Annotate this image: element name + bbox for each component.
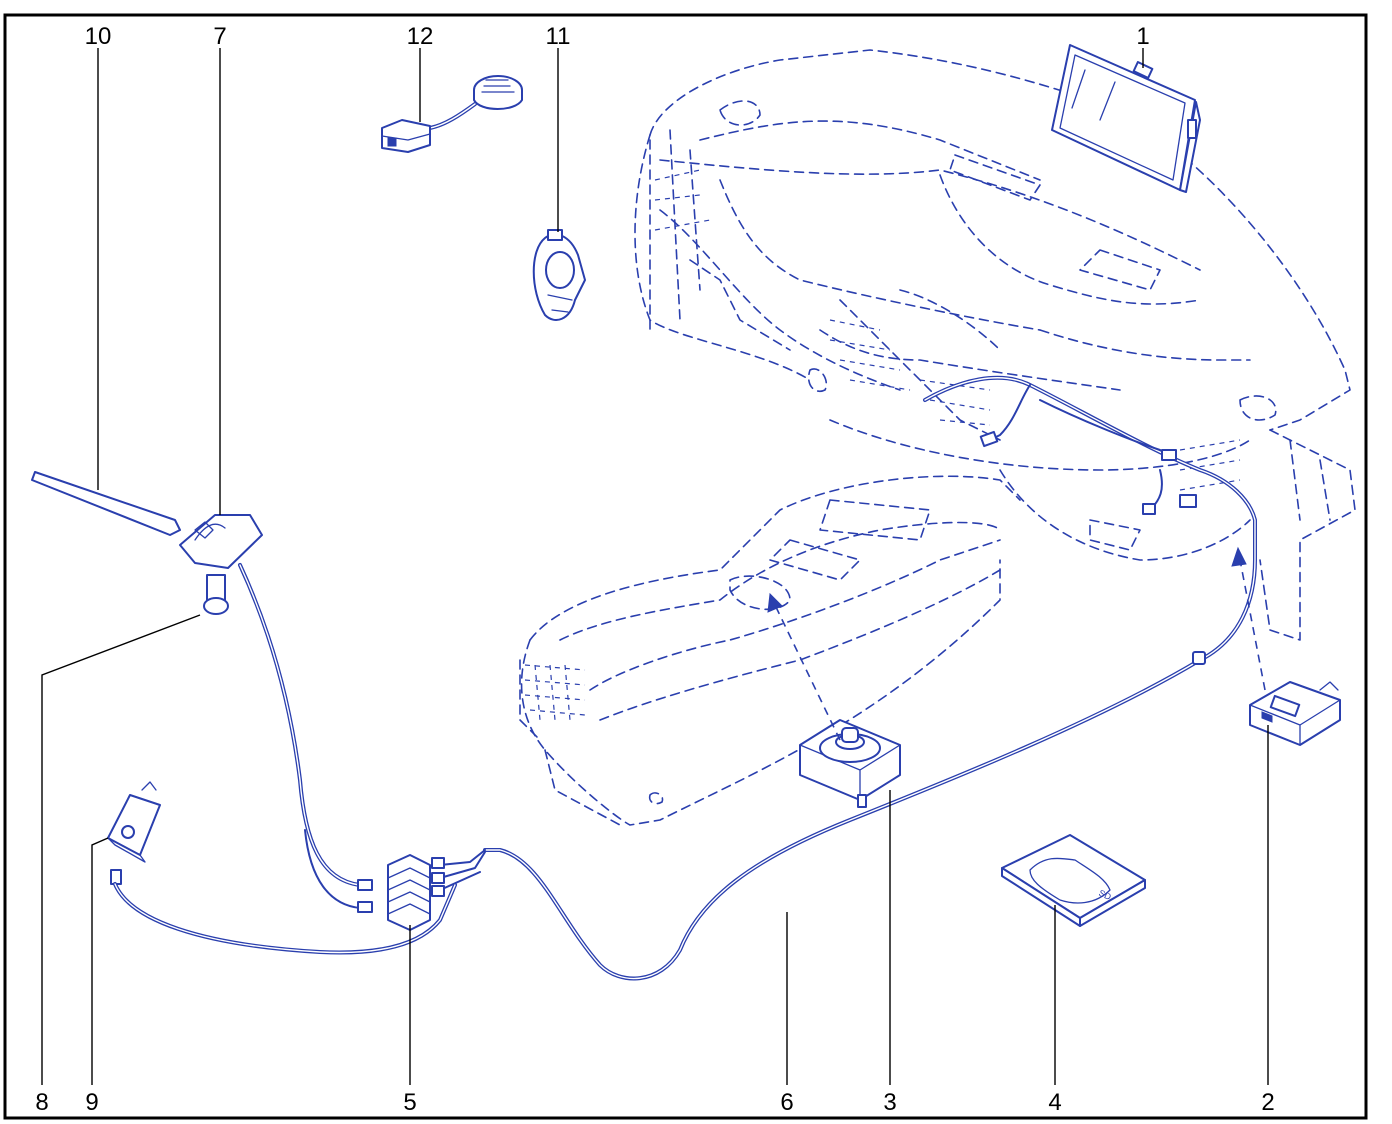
callout-2: 2 xyxy=(1261,1089,1274,1116)
callout-11: 11 xyxy=(546,23,571,50)
steering-switch-part xyxy=(532,229,586,321)
callout-3: 3 xyxy=(883,1089,896,1116)
display-screen-part xyxy=(1051,44,1201,193)
callout-numbers: 1 2 3 4 5 6 7 8 9 10 11 12 xyxy=(35,23,1274,1116)
callout-leaders xyxy=(41,48,1269,1085)
callout-1: 1 xyxy=(1136,23,1149,50)
sd-card-label: SD xyxy=(1097,888,1113,903)
callout-8: 8 xyxy=(35,1089,48,1116)
roof-antenna-part xyxy=(31,471,373,913)
callout-7: 7 xyxy=(213,23,226,50)
connector-block-part xyxy=(387,849,486,931)
callout-9: 9 xyxy=(85,1089,98,1116)
main-cable xyxy=(483,651,1206,981)
rotary-controller-part xyxy=(799,719,901,808)
dash-harness xyxy=(923,375,1257,662)
control-unit-part xyxy=(1249,681,1341,746)
callout-5: 5 xyxy=(403,1089,416,1116)
antenna-amplifier-part xyxy=(107,781,457,955)
callout-4: 4 xyxy=(1048,1089,1061,1116)
sd-card-part: SD xyxy=(1001,834,1146,927)
callout-6: 6 xyxy=(780,1089,793,1116)
diagram-frame xyxy=(3,13,1368,1120)
callout-10: 10 xyxy=(85,23,112,50)
dashboard-outline xyxy=(634,49,1356,641)
mounting-arrows xyxy=(767,546,1266,741)
callout-12: 12 xyxy=(407,23,434,50)
microphone-part xyxy=(381,75,523,153)
center-console-outline xyxy=(519,475,1021,826)
